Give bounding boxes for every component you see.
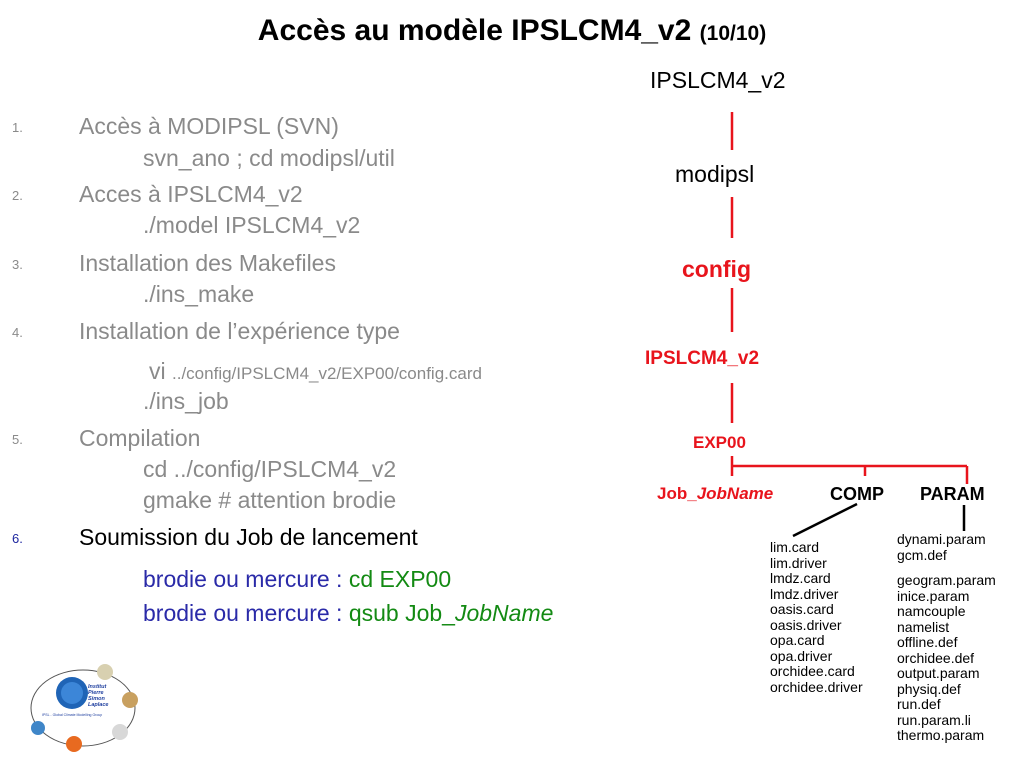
job-name: JobName	[696, 484, 774, 503]
submit-host: brodie ou mercure :	[143, 600, 349, 626]
job-prefix: Job_	[657, 484, 697, 503]
file-item: thermo.param	[897, 727, 985, 743]
file-item: lim.driver	[770, 554, 827, 571]
config-card-path: ../config/IPSLCM4_v2/EXP00/config.card	[172, 364, 482, 383]
step-number: 1.	[12, 120, 23, 135]
step-heading: Installation de l’expérience type	[79, 318, 400, 344]
step-number: 2.	[12, 188, 23, 203]
file-item: oasis.driver	[770, 616, 842, 633]
step-number: 5.	[12, 432, 23, 447]
step-2-command: ./model IPSLCM4_v2	[143, 212, 361, 238]
logo-text-1: Institut	[88, 684, 107, 690]
logo-caption: IPSL - Global Climate Modelling Group	[42, 713, 102, 717]
file-item: namcouple	[897, 603, 966, 619]
logo-text-3: Simon	[88, 696, 105, 702]
tree-comp: COMP	[830, 484, 884, 504]
submit-command: cd EXP00	[348, 566, 452, 592]
tree-ipslcm: IPSLCM4_v2	[645, 348, 760, 369]
step-4-vi-command: vi ../config/IPSLCM4_v2/EXP00/config.car…	[149, 358, 482, 385]
step-number: 6.	[12, 531, 23, 546]
submit-line-1: brodie ou mercure : cd EXP00	[143, 566, 451, 593]
file-item: lim.card	[770, 539, 820, 555]
step-heading: Installation des Makefiles	[79, 250, 336, 276]
connector-comp-files	[792, 502, 858, 538]
logo-text-4: Laplace	[88, 702, 108, 708]
file-item: physiq.def	[897, 680, 961, 697]
submit-command: qsub Job_	[348, 600, 455, 626]
file-item: oasis.card	[770, 601, 834, 617]
tree-job: Job_JobName	[657, 484, 773, 504]
logo-text-2: Pierre	[88, 690, 104, 696]
file-item: orchidee.card	[770, 663, 855, 679]
title-page-number: (10/10)	[699, 22, 767, 45]
tree-param: PARAM	[920, 484, 985, 504]
step-heading: Acces à IPSLCM4_v2	[79, 181, 303, 207]
ipsl-logo: Institut Pierre Simon Laplace IPSL - Glo…	[30, 664, 138, 752]
slide-title: Accès au modèle IPSLCM4_v2 (10/10)	[0, 14, 1024, 48]
step-3-command: ./ins_make	[143, 281, 255, 307]
vi-prefix: vi	[149, 358, 166, 384]
file-item: namelist	[897, 618, 950, 635]
file-item: opa.card	[770, 632, 825, 648]
file-item: orchidee.driver	[770, 678, 863, 695]
file-item: lmdz.driver	[770, 585, 839, 602]
tree-root: IPSLCM4_v2	[650, 67, 786, 93]
file-item: output.param	[897, 665, 980, 681]
file-item: gcm.def	[897, 546, 947, 563]
tree-exp: EXP00	[693, 433, 746, 452]
file-item: offline.def	[897, 634, 958, 650]
file-item: geogram.param	[897, 572, 996, 588]
file-item: run.param.li	[897, 711, 971, 728]
submit-line-2: brodie ou mercure : qsub Job_JobName	[143, 600, 553, 627]
step-5-command-1: cd ../config/IPSLCM4_v2	[143, 456, 397, 482]
file-item: dynami.param	[897, 531, 986, 547]
tree-config: config	[682, 256, 751, 282]
step-5-command-2: gmake # attention brodie	[143, 487, 397, 513]
file-item: lmdz.card	[770, 570, 831, 586]
step-heading: Accès à MODIPSL (SVN)	[79, 113, 339, 139]
file-item: opa.driver	[770, 647, 833, 664]
step-heading: Soumission du Job de lancement	[79, 524, 418, 550]
file-item: inice.param	[897, 587, 970, 604]
step-4-command: ./ins_job	[143, 388, 229, 414]
submit-jobname: JobName	[454, 600, 554, 626]
comp-file-list: lim.card lim.driver lmdz.card lmdz.drive…	[770, 539, 863, 695]
param-file-list: dynami.param gcm.def geogram.param inice…	[897, 531, 996, 744]
file-item: run.def	[897, 696, 941, 712]
step-number: 4.	[12, 325, 23, 340]
tree-modipsl: modipsl	[675, 161, 755, 187]
submit-host: brodie ou mercure :	[143, 566, 349, 592]
file-item: orchidee.def	[897, 649, 975, 666]
title-main: Accès au modèle IPSLCM4_v2	[257, 14, 692, 47]
step-number: 3.	[12, 257, 23, 272]
step-heading: Compilation	[79, 425, 201, 451]
step-1-command: svn_ano ; cd modipsl/util	[143, 145, 395, 171]
